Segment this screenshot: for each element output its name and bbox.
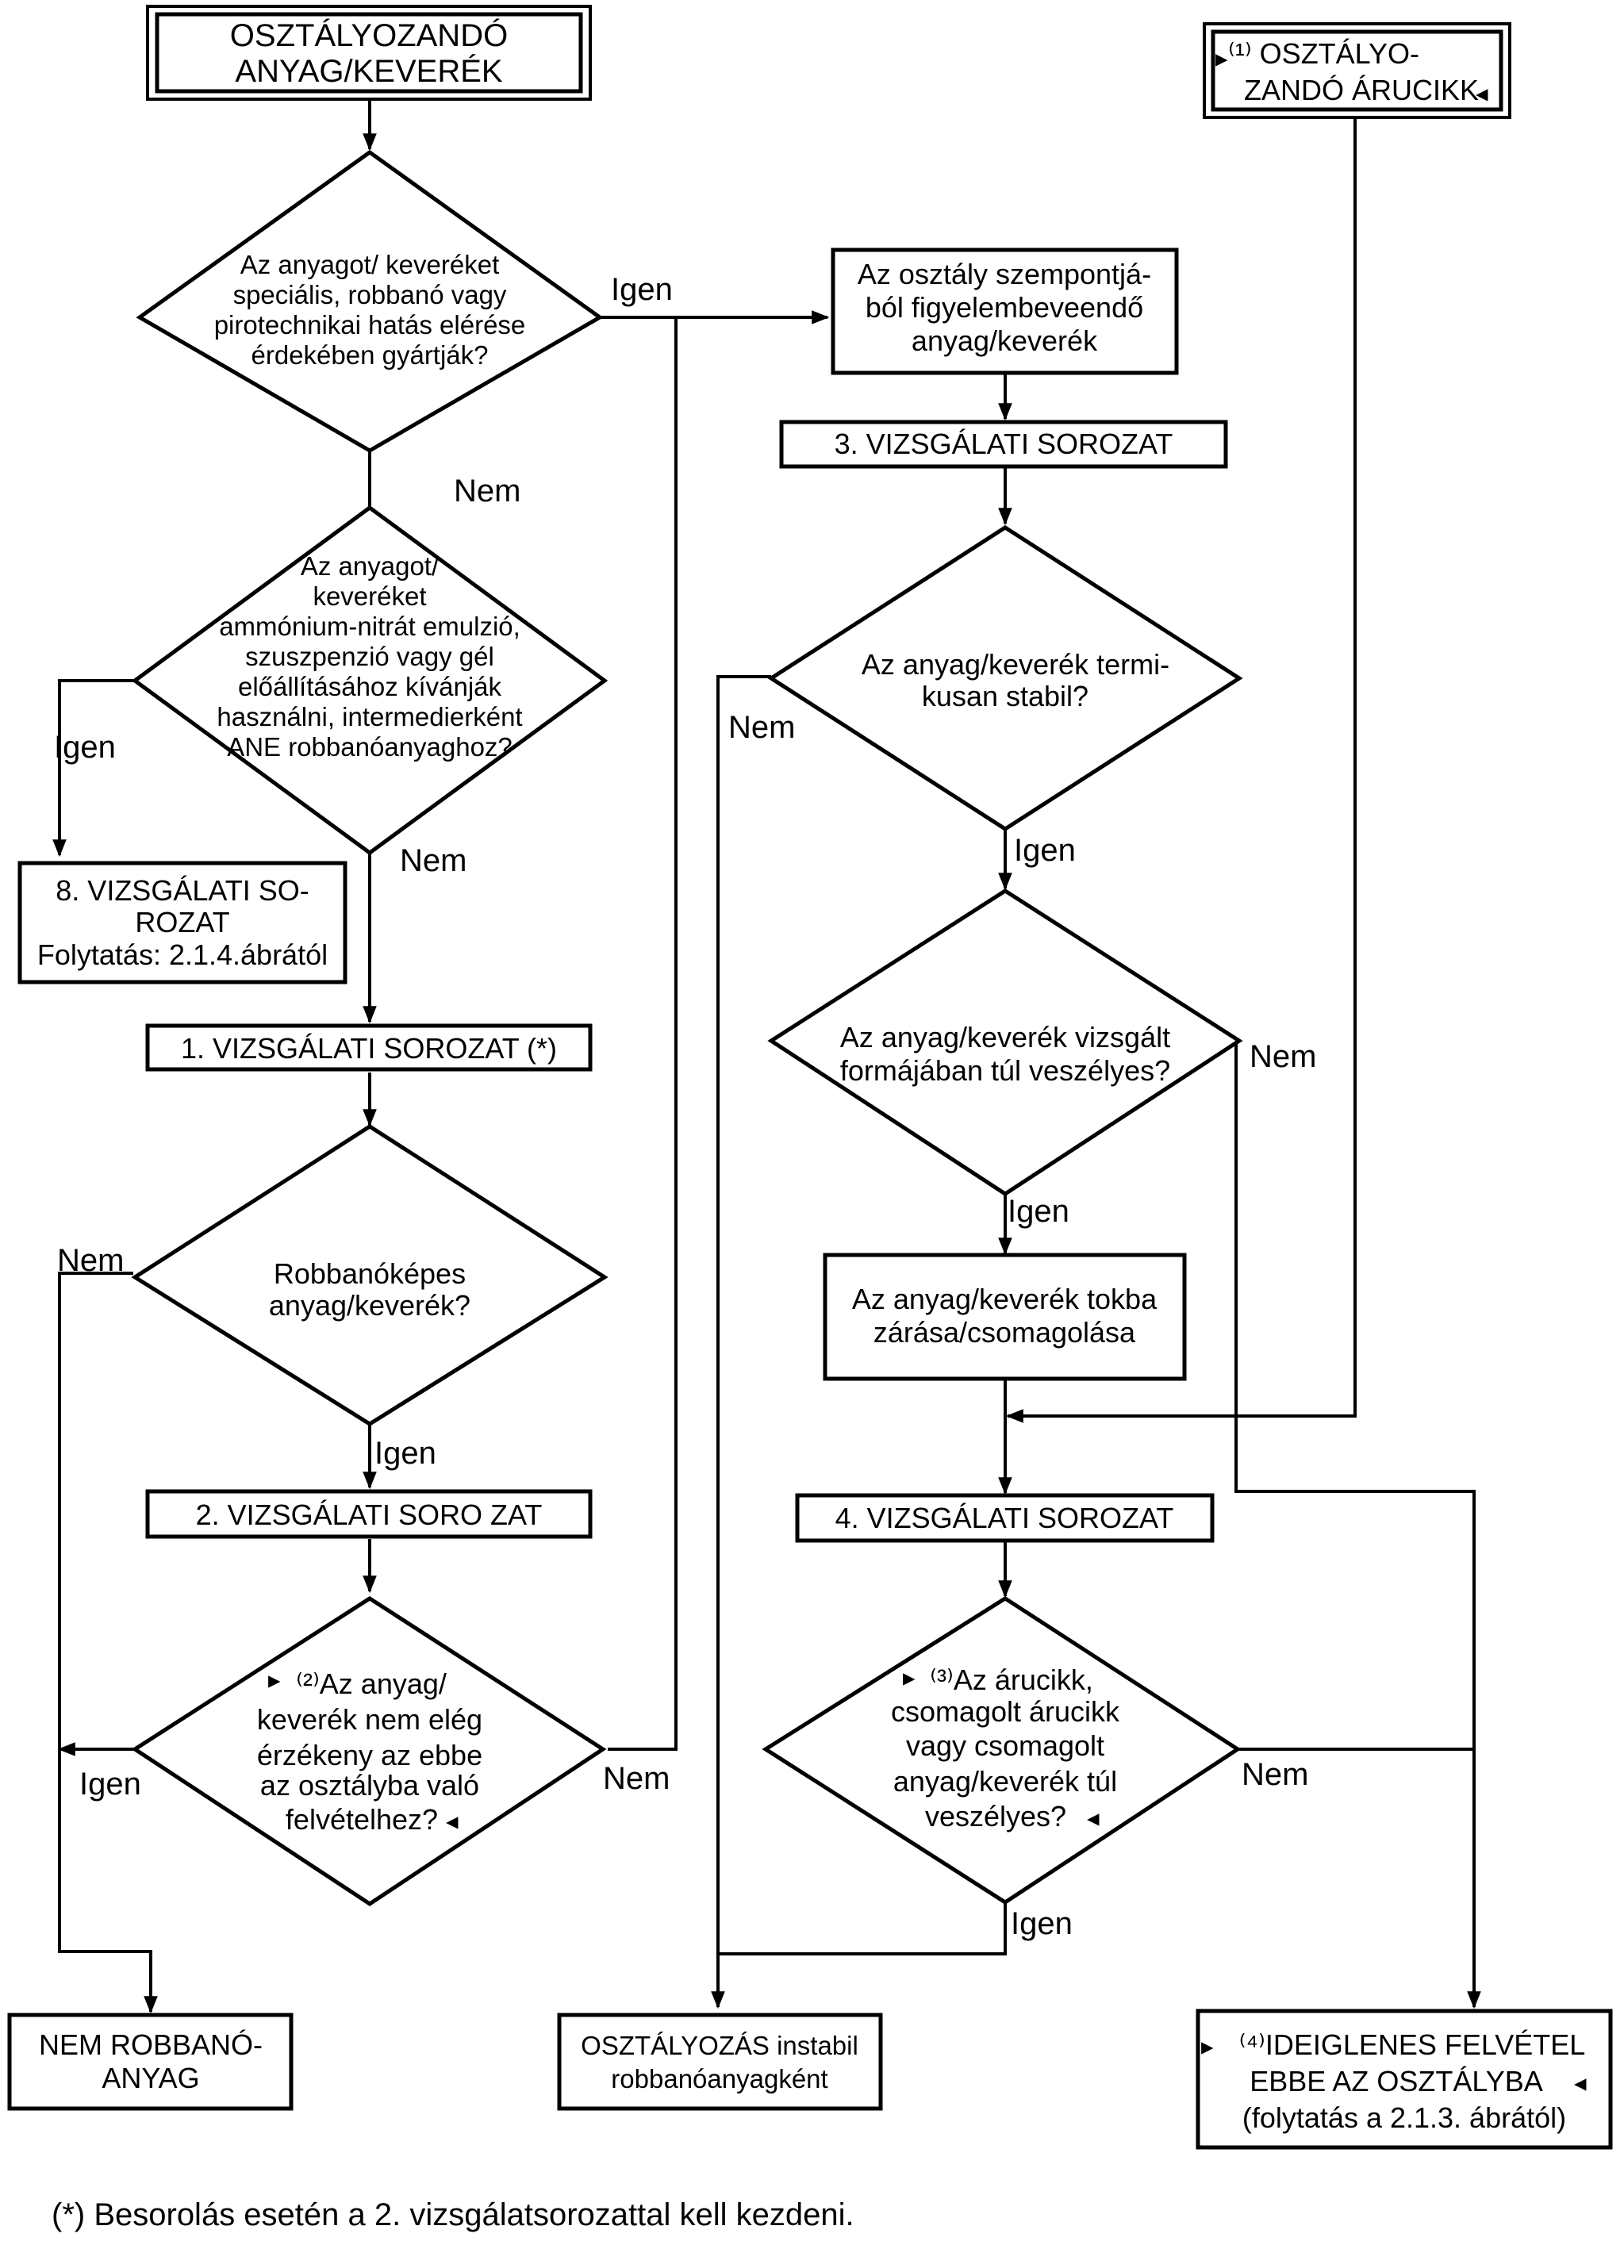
article-line2: csomagolt árucikk: [891, 1695, 1120, 1728]
label-ane-yes: Igen: [54, 730, 116, 765]
label-special-no: Nem: [454, 474, 520, 508]
ane-line4: szuszpenzió vagy gél: [245, 642, 494, 671]
box-series3: 3. VIZSGÁLATI SOROZAT: [779, 420, 1228, 469]
ane-line7: ANE robbanóanyaghoz?: [227, 732, 513, 762]
special-line4: érdekében gyártják?: [251, 340, 488, 370]
label-stable-no: Nem: [728, 710, 795, 745]
start-substance-line2: ANYAG/KEVERÉK: [235, 53, 502, 89]
considered-line1: Az osztály szempontjá-: [858, 258, 1151, 290]
ane-line2: keveréket: [313, 581, 426, 611]
insensitive-line5: felvételhez?: [286, 1803, 438, 1836]
box-series8: 8. VIZSGÁLATI SO- ROZAT Folytatás: 2.1.4…: [17, 861, 347, 984]
marker-start-icon: ▸: [1215, 44, 1228, 72]
article-line1: ⁽³⁾Az árucikk,: [930, 1664, 1093, 1696]
decision-too-dangerous: Az anyag/keverék vizsgált formájában túl…: [767, 888, 1243, 1196]
box-considered: Az osztály szempontjá- ból figyelembevee…: [831, 248, 1179, 375]
footnote: (*) Besorolás esetén a 2. vizsgálatsoroz…: [52, 2197, 854, 2232]
article-line3: vagy csomagolt: [906, 1729, 1104, 1762]
provisional-line2: EBBE AZ OSZTÁLYBA: [1250, 2065, 1542, 2097]
provisional-marker-end-icon: ◂: [1574, 2069, 1587, 2097]
box-series4: 4. VIZSGÁLATI SOROZAT: [795, 1493, 1215, 1543]
ane-line6: használni, intermedierként: [217, 702, 522, 731]
special-line3: pirotechnikai hatás elérése: [214, 310, 526, 340]
label-ane-no: Nem: [400, 843, 466, 878]
start-article-box: ⁽¹⁾ OSZTÁLYO- ZANDÓ ÁRUCIKK ▸ ◂: [1203, 22, 1511, 119]
considered-line3: anyag/keverék: [912, 324, 1098, 357]
unstable-line2: robbanóanyagként: [611, 2064, 827, 2093]
start-substance-line1: OSZTÁLYOZANDÓ: [230, 17, 508, 53]
label-too-dangerous-no: Nem: [1250, 1039, 1316, 1074]
ane-line5: előállításához kívánják: [238, 672, 502, 701]
too-dangerous-line2: formájában túl veszélyes?: [840, 1054, 1170, 1087]
insensitive-marker-start-icon: ▸: [268, 1666, 281, 1694]
insensitive-line1: ⁽²⁾Az anyag/: [296, 1667, 447, 1700]
series4-label: 4. VIZSGÁLATI SOROZAT: [835, 1502, 1174, 1534]
not-explosive-line1: NEM ROBBANÓ-: [39, 2028, 263, 2061]
decision-explosive: Robbanóképes anyag/keverék?: [131, 1124, 609, 1426]
not-explosive-line2: ANYAG: [102, 2062, 199, 2094]
label-insensitive-yes: Igen: [79, 1767, 141, 1802]
ane-line1: Az anyagot/: [301, 551, 440, 581]
ane-line3: ammónium-nitrát emulzió,: [219, 612, 520, 641]
box-not-explosive: NEM ROBBANÓ- ANYAG: [7, 2013, 294, 2111]
insensitive-line4: az osztályba való: [260, 1769, 479, 1802]
label-insensitive-no: Nem: [603, 1761, 670, 1796]
special-line1: Az anyagot/ keveréket: [240, 250, 500, 279]
label-article-yes: Igen: [1011, 1906, 1073, 1941]
series1-label: 1. VIZSGÁLATI SOROZAT (*): [181, 1032, 557, 1065]
unstable-line1: OSZTÁLYOZÁS instabil: [581, 2031, 858, 2060]
considered-line2: ból figyelembeveendő: [866, 291, 1143, 324]
series2-label: 2. VIZSGÁLATI SORO ZAT: [196, 1499, 543, 1531]
insensitive-line2: keverék nem elég: [257, 1703, 482, 1736]
box-series2: 2. VIZSGÁLATI SORO ZAT: [145, 1489, 593, 1539]
connectors: [52, 99, 1481, 2014]
encapsulate-line2: zárása/csomagolása: [873, 1316, 1136, 1349]
box-unstable-explosive: OSZTÁLYOZÁS instabil robbanóanyagként: [557, 2013, 883, 2111]
decision-special-purpose: Az anyagot/ keveréket speciális, robbanó…: [136, 149, 604, 453]
series3-label: 3. VIZSGÁLATI SOROZAT: [835, 428, 1173, 460]
box-provisional: ▸ ⁽⁴⁾IDEIGLENES FELVÉTEL EBBE AZ OSZTÁLY…: [1196, 2009, 1613, 2150]
too-dangerous-line1: Az anyag/keverék vizsgált: [840, 1021, 1170, 1053]
marker-end-icon: ◂: [1476, 79, 1488, 107]
label-explosive-no: Nem: [57, 1243, 124, 1278]
stable-line2: kusan stabil?: [922, 680, 1088, 712]
series8-line1: 8. VIZSGÁLATI SO-: [56, 874, 309, 907]
stable-line1: Az anyag/keverék termi-: [862, 648, 1169, 681]
insensitive-line3: érzékeny az ebbe: [257, 1739, 482, 1771]
box-encapsulate: Az anyag/keverék tokba zárása/csomagolás…: [823, 1253, 1187, 1381]
label-stable-yes: Igen: [1014, 833, 1076, 868]
series8-line2: ROZAT: [135, 906, 229, 938]
box-series1: 1. VIZSGÁLATI SOROZAT (*): [145, 1023, 593, 1072]
label-explosive-yes: Igen: [374, 1436, 436, 1471]
label-too-dangerous-yes: Igen: [1008, 1194, 1069, 1229]
decision-insensitive: ▸ ⁽²⁾Az anyag/ keverék nem elég érzékeny…: [131, 1596, 607, 1906]
start-article-line2: ZANDÓ ÁRUCIKK: [1244, 74, 1479, 106]
encapsulate-line1: Az anyag/keverék tokba: [852, 1283, 1158, 1315]
label-article-no: Nem: [1242, 1757, 1308, 1792]
special-line2: speciális, robbanó vagy: [233, 280, 507, 309]
start-article-line1: ⁽¹⁾ OSZTÁLYO-: [1228, 37, 1419, 70]
provisional-line1: ⁽⁴⁾IDEIGLENES FELVÉTEL: [1239, 2028, 1586, 2061]
provisional-line3: (folytatás a 2.1.3. ábrától): [1242, 2101, 1566, 2134]
decision-ane: Az anyagot/ keveréket ammónium-nitrát em…: [131, 505, 609, 856]
explosive-line1: Robbanóképes: [274, 1257, 466, 1290]
label-special-yes: Igen: [611, 272, 673, 307]
article-marker-end-icon: ◂: [1087, 1804, 1100, 1832]
article-marker-start-icon: ▸: [903, 1664, 916, 1691]
decision-thermal-stable: Az anyag/keverék termi- kusan stabil?: [767, 525, 1243, 831]
article-line5: veszélyes?: [925, 1800, 1066, 1832]
series8-line3: Folytatás: 2.1.4.ábrától: [37, 938, 328, 971]
provisional-marker-start-icon: ▸: [1201, 2032, 1214, 2060]
explosive-line2: anyag/keverék?: [269, 1289, 470, 1322]
article-line4: anyag/keverék túl: [893, 1765, 1117, 1798]
insensitive-marker-end-icon: ◂: [446, 1807, 459, 1835]
decision-article-dangerous: ▸ ⁽³⁾Az árucikk, csomagolt árucikk vagy …: [762, 1596, 1242, 1905]
start-substance-box: OSZTÁLYOZANDÓ ANYAG/KEVERÉK: [146, 5, 592, 101]
